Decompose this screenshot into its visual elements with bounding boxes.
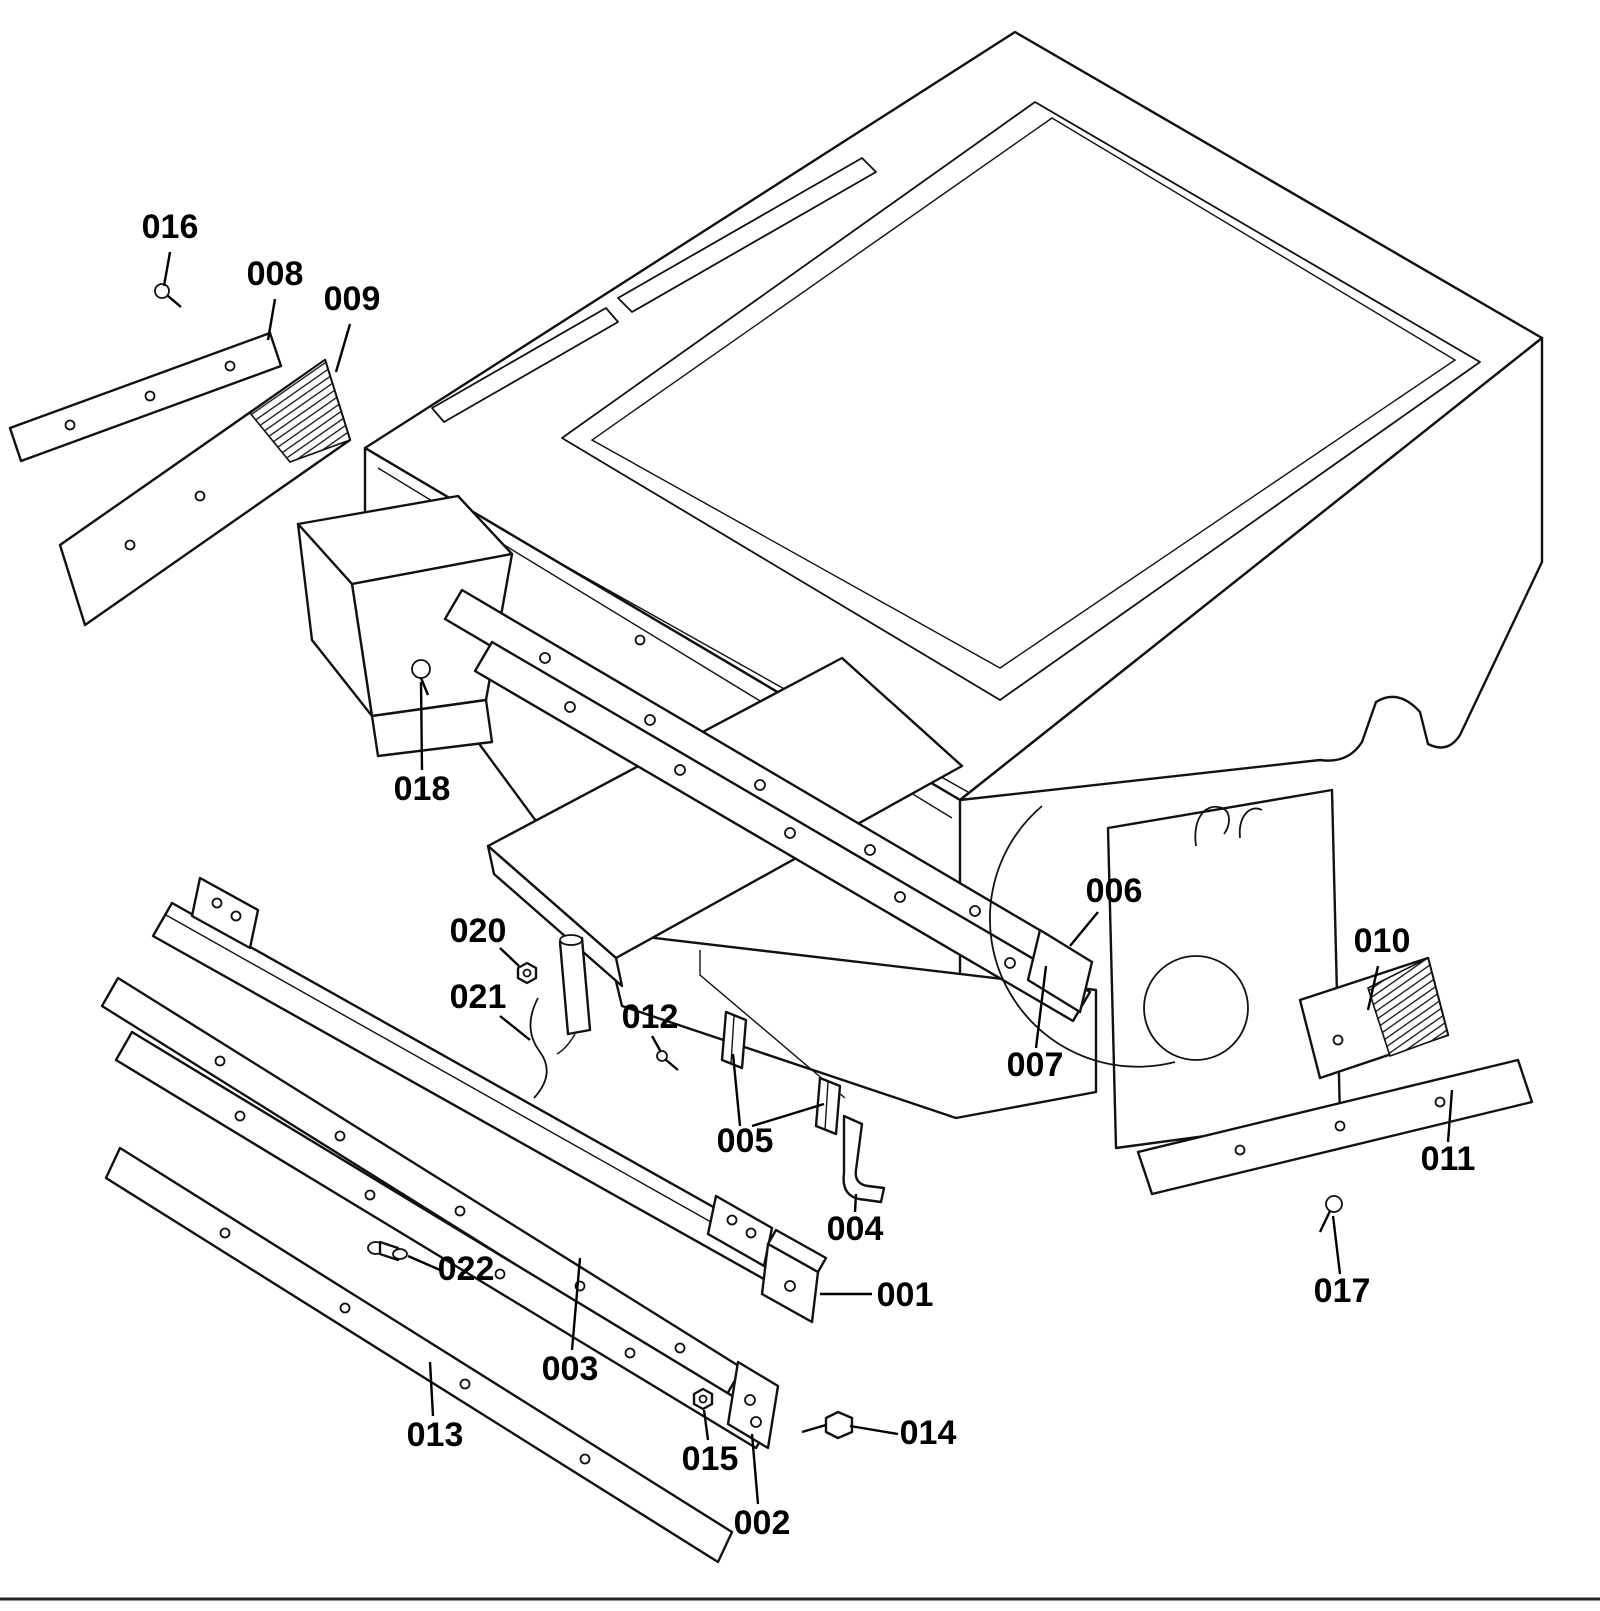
part-005-bracket xyxy=(814,1076,842,1136)
callout-label-002: 002 xyxy=(734,1504,791,1542)
blower-housing xyxy=(989,788,1343,1150)
hatched-area xyxy=(1367,956,1449,1058)
callout-label-016: 016 xyxy=(142,208,199,246)
callout-001: 001 xyxy=(820,1276,933,1314)
vent-slot xyxy=(617,157,877,313)
rail-screw-holes xyxy=(1234,1096,1446,1156)
rail-screw-holes xyxy=(214,1055,686,1354)
pivot-pin xyxy=(556,934,592,1055)
callout-label-021: 021 xyxy=(450,978,507,1016)
callout-014: 014 xyxy=(849,1414,957,1452)
hinge-bracket xyxy=(706,1194,774,1268)
callout-004: 004 xyxy=(827,1193,884,1248)
part-016-screw xyxy=(154,283,182,308)
callout-015: 015 xyxy=(682,1409,739,1478)
small-parts xyxy=(367,934,886,1262)
callout-010: 010 xyxy=(1354,922,1411,1011)
callout-label-013: 013 xyxy=(407,1416,464,1454)
callout-label-001: 001 xyxy=(877,1276,934,1314)
part-001-bracket xyxy=(760,1228,828,1324)
part-011-rail xyxy=(1136,1058,1534,1196)
rail-screw-holes xyxy=(219,1227,591,1465)
hinge-bracket xyxy=(190,876,260,950)
part-018-bolt xyxy=(411,659,431,696)
callout-label-007: 007 xyxy=(1007,1046,1064,1084)
rail-screw-holes xyxy=(539,652,981,917)
callout-022: 022 xyxy=(407,1250,495,1288)
blower-opening xyxy=(1143,955,1249,1061)
part-005-bracket xyxy=(720,1010,748,1070)
callout-007: 007 xyxy=(1007,965,1064,1084)
callout-006: 006 xyxy=(1069,872,1143,947)
part-021-wire xyxy=(529,997,548,1099)
callout-002: 002 xyxy=(734,1433,791,1542)
callouts: 016 008 009 018 020 021 012 xyxy=(142,208,1476,1542)
callout-label-011: 011 xyxy=(1421,1140,1476,1178)
mounting-hook xyxy=(1238,807,1263,839)
part-009-panel xyxy=(58,358,352,627)
frame-rail-assembly xyxy=(151,876,828,1324)
callout-label-012: 012 xyxy=(622,998,679,1036)
part-004-strap xyxy=(842,1114,886,1204)
callout-label-005: 005 xyxy=(717,1122,774,1160)
callout-label-022: 022 xyxy=(438,1250,495,1288)
callout-label-008: 008 xyxy=(247,255,304,293)
blower-scroll-arc xyxy=(989,805,1176,1068)
part-022-bushing xyxy=(367,1240,408,1262)
callout-label-014: 014 xyxy=(900,1414,957,1452)
callout-label-004: 004 xyxy=(827,1210,884,1248)
callout-label-020: 020 xyxy=(450,912,507,950)
rail-end-cap xyxy=(1026,928,1094,1014)
link-rod xyxy=(699,950,846,1099)
panel-screw-holes xyxy=(64,360,236,431)
part-014-bolt xyxy=(801,1410,854,1440)
body-side-face xyxy=(958,336,1544,802)
callout-008: 008 xyxy=(247,255,304,341)
callout-012: 012 xyxy=(622,998,679,1053)
part-008-panel xyxy=(8,331,283,463)
top-opening-inner xyxy=(590,117,1457,669)
callout-021: 021 xyxy=(450,978,531,1041)
rail-screw-holes xyxy=(564,701,1016,969)
part-002-end-plate xyxy=(726,1360,780,1450)
part-003-rail-pair xyxy=(100,976,854,1450)
part-007-rail xyxy=(473,640,1094,1023)
mounting-hook xyxy=(1194,805,1230,847)
callout-017: 017 xyxy=(1314,1215,1371,1310)
hatched-area xyxy=(248,358,351,463)
callout-label-015: 015 xyxy=(682,1440,739,1478)
part-020-nut xyxy=(516,961,538,985)
panel-screw-holes xyxy=(124,490,206,551)
callout-009: 009 xyxy=(324,280,381,373)
callout-011: 011 xyxy=(1421,1089,1476,1178)
callout-label-017: 017 xyxy=(1314,1272,1371,1310)
rail-screw-holes xyxy=(234,1110,636,1359)
callout-label-018: 018 xyxy=(394,770,451,808)
callout-label-006: 006 xyxy=(1086,872,1143,910)
part-010-panel xyxy=(1298,956,1450,1080)
callout-003: 003 xyxy=(542,1257,599,1388)
callout-label-010: 010 xyxy=(1354,922,1411,960)
vent-slot xyxy=(431,307,619,423)
part-013-rail xyxy=(104,1146,734,1564)
top-opening-outer xyxy=(561,101,1481,701)
callout-label-009: 009 xyxy=(324,280,381,318)
part-012-screw xyxy=(656,1050,679,1071)
callout-020: 020 xyxy=(450,912,520,967)
part-017-screw xyxy=(1318,1195,1343,1233)
callout-005: 005 xyxy=(717,1053,825,1160)
callout-018: 018 xyxy=(394,681,451,808)
part-015-nut xyxy=(692,1387,714,1411)
callout-013: 013 xyxy=(407,1361,464,1454)
callout-label-003: 003 xyxy=(542,1350,599,1388)
callout-016: 016 xyxy=(142,208,199,287)
